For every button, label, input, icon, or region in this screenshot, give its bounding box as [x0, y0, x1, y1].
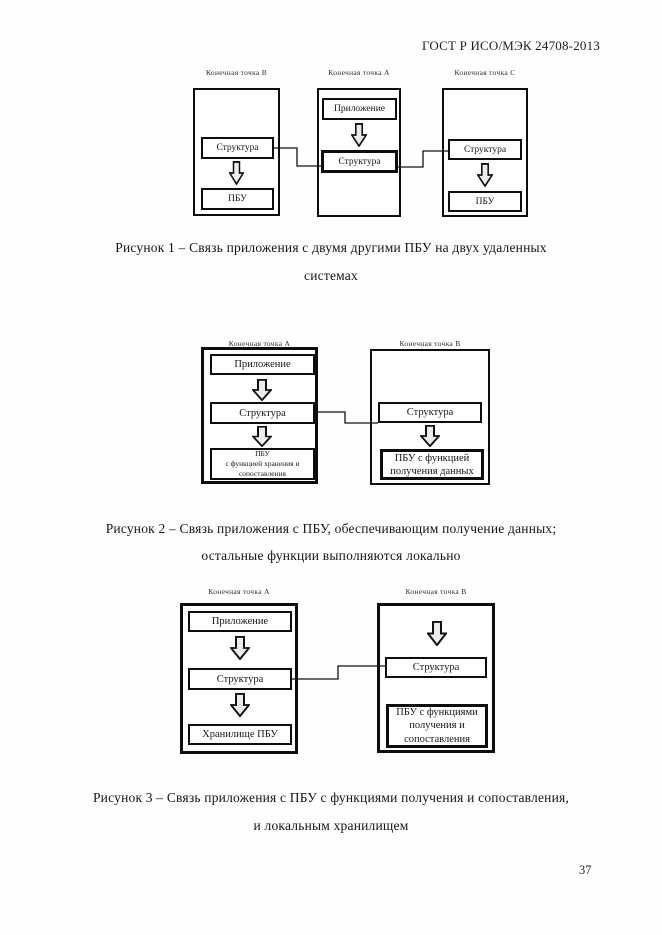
- down-arrow-icon: [230, 636, 250, 660]
- fig1-c-pbu-box: ПБУ: [448, 191, 522, 212]
- down-arrow-icon: [230, 693, 250, 717]
- down-arrow-icon: [229, 161, 244, 185]
- connector-line-fig3-ab: [292, 665, 385, 680]
- fig3-a-pbu-local-storage-box: Хранилище ПБУ: [188, 724, 292, 745]
- down-arrow-icon: [252, 379, 272, 401]
- fig3-endpoint-a-label: Конечная точка А: [208, 587, 270, 596]
- fig2-a-structure-box: Структура: [210, 402, 315, 424]
- fig3-a-application-box: Приложение: [188, 611, 292, 632]
- document-header-title: ГОСТ Р ИСО/МЭК 24708-2013: [421, 38, 600, 53]
- fig2-a-application-box: Приложение: [210, 354, 315, 375]
- fig2-endpoint-b-label: Конечная точка В: [399, 339, 461, 348]
- figure1-caption-line2: системах: [304, 268, 358, 283]
- fig1-c-structure-box: Структура: [448, 139, 522, 160]
- fig2-b-pbu-data-retrieval-box: ПБУ с функцией получения данных: [380, 449, 484, 480]
- down-arrow-icon: [477, 163, 493, 187]
- fig3-a-structure-box: Структура: [188, 668, 292, 690]
- fig1-b-pbu-box: ПБУ: [201, 188, 274, 210]
- fig1-b-structure-box: Структура: [201, 137, 274, 159]
- fig2-a-pbu-storage-matching-box: ПБУ с функцией хранения и сопоставления: [210, 448, 315, 480]
- down-arrow-icon: [420, 425, 440, 447]
- fig1-endpoint-c-label: Конечная точка С: [454, 68, 516, 77]
- connector-line-fig1-ba: [274, 147, 321, 167]
- down-arrow-icon: [427, 621, 447, 646]
- figure2-caption-line1: Рисунок 2 – Связь приложения с ПБУ, обес…: [105, 521, 557, 536]
- down-arrow-icon: [252, 426, 272, 447]
- fig2-b-structure-box: Структура: [378, 402, 482, 423]
- fig3-endpoint-b-label: Конечная точка В: [405, 587, 467, 596]
- fig1-endpoint-b-label: Конечная точка В: [205, 68, 268, 77]
- figure3-caption-line1: Рисунок 3 – Связь приложения с ПБУ с фун…: [92, 790, 570, 805]
- connector-line-fig1-ac: [398, 150, 448, 168]
- figure1-caption-line1: Рисунок 1 – Связь приложения с двумя дру…: [115, 240, 547, 255]
- down-arrow-icon: [351, 123, 367, 147]
- fig1-endpoint-a-label: Конечная точка А: [328, 68, 390, 77]
- fig2-endpoint-a-label: Конечная точка А: [228, 339, 291, 348]
- figure2-caption-line2: остальные функции выполняются локально: [201, 548, 461, 563]
- fig1-a-application-box: Приложение: [322, 98, 397, 120]
- fig1-a-structure-box: Структура: [321, 150, 398, 173]
- figure3-caption-line2: и локальным хранилищем: [253, 818, 409, 833]
- connector-line-fig2-ab: [313, 411, 378, 424]
- fig3-b-pbu-retrieval-matching-box: ПБУ с функциями получения и сопоставлени…: [386, 704, 488, 748]
- fig3-b-structure-box: Структура: [385, 657, 487, 678]
- page-number: 37: [579, 863, 592, 877]
